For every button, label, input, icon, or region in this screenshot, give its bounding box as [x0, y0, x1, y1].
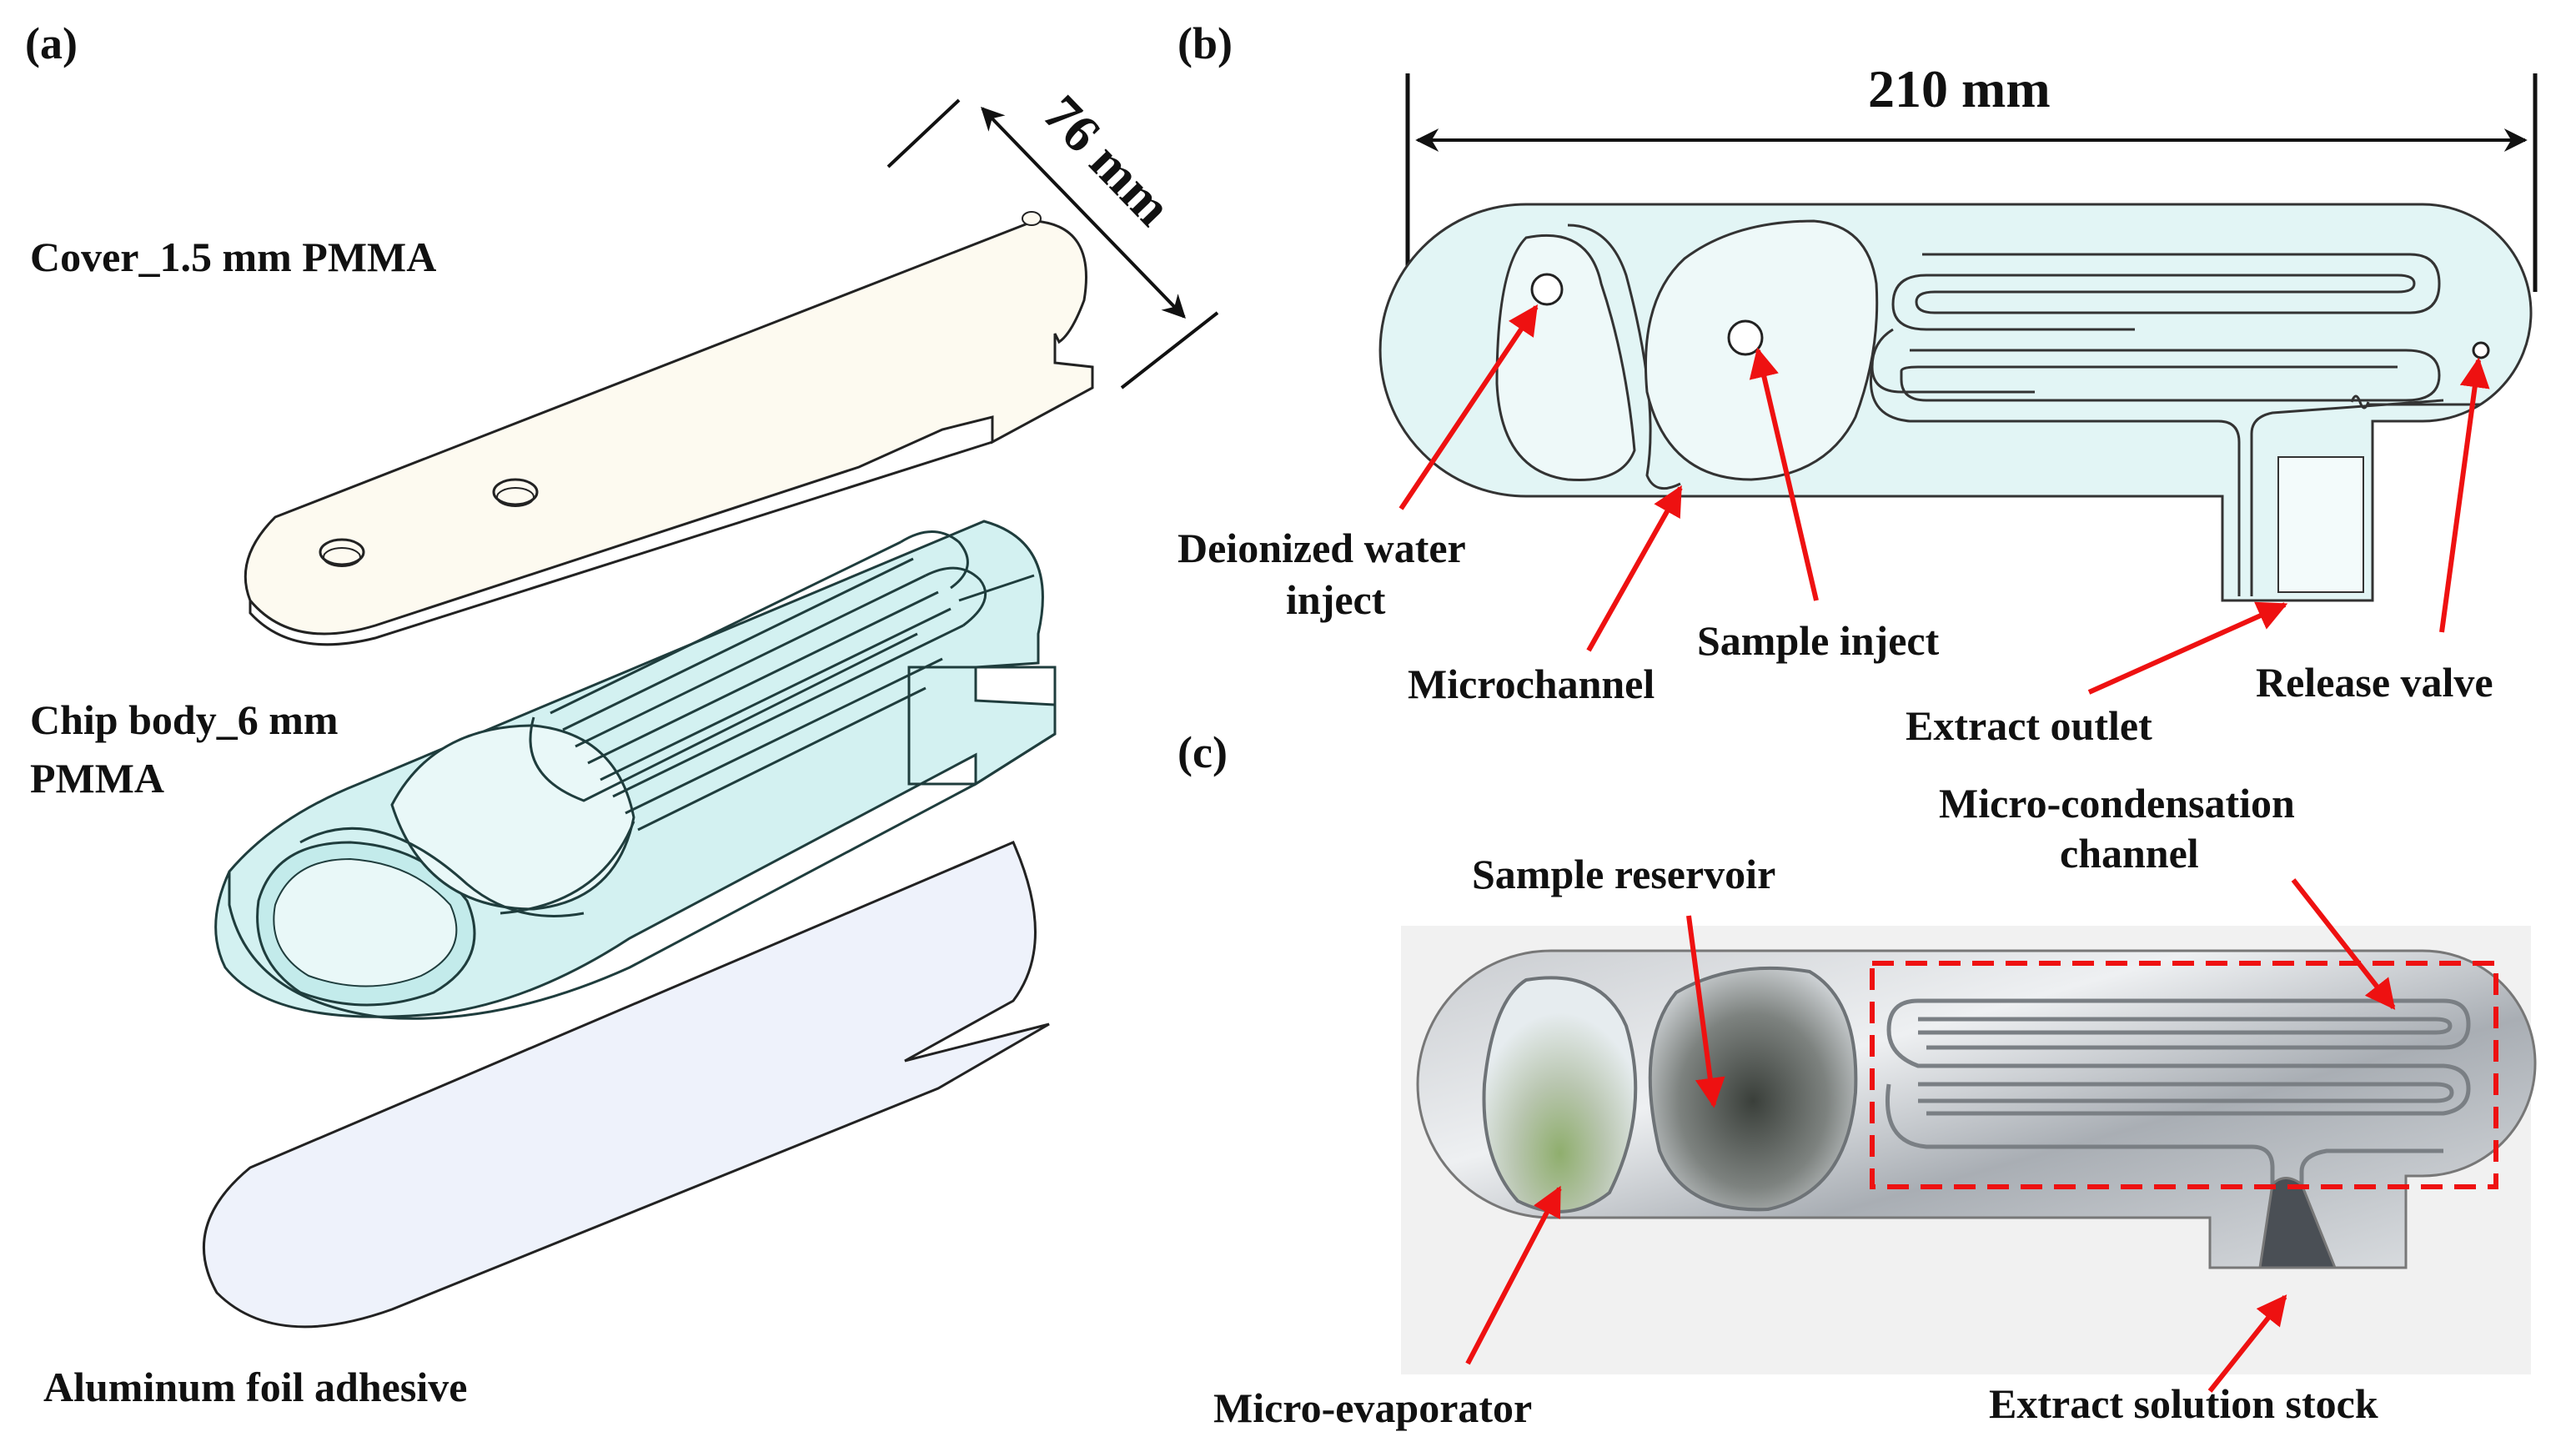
photo-sample-reservoir: [1648, 966, 1858, 1212]
chip-body-label-line2: PMMA: [30, 755, 164, 801]
panel-b-arrows: [1398, 304, 2490, 695]
dimension-210mm-label: 210 mm: [1868, 59, 2051, 118]
chip-top-view: [1378, 203, 2533, 602]
label-microchannel: Microchannel: [1408, 661, 1655, 707]
label-sample-inject: Sample inject: [1697, 617, 1940, 664]
foil-label: Aluminum foil adhesive: [43, 1364, 467, 1410]
panel-b-tag: (b): [1178, 18, 1233, 68]
label-extract-outlet: Extract outlet: [1906, 702, 2152, 749]
panel-a-tag: (a): [25, 18, 78, 68]
foil-layer: [202, 841, 1050, 1329]
photo-evaporator-well: [1482, 976, 1638, 1213]
panel-c: (c): [1178, 727, 2537, 1431]
dimension-210mm: 210 mm: [1405, 59, 2538, 292]
label-deionized-line1: Deionized water: [1178, 525, 1466, 571]
label-extract-stock: Extract solution stock: [1989, 1380, 2378, 1427]
label-micro-evaporator: Micro-evaporator: [1213, 1384, 1532, 1431]
chip-body-label-line1: Chip body_6 mm: [30, 696, 339, 743]
panel-c-tag: (c): [1178, 727, 1228, 777]
photo-extract-stock: [2258, 1177, 2337, 1269]
panel-b: (b) 210 mm: [1178, 18, 2538, 749]
dimension-76mm-label: 76 mm: [1032, 83, 1183, 237]
sample-inlet-hole: [1727, 319, 1764, 356]
label-sample-reservoir: Sample reservoir: [1472, 851, 1775, 897]
condensation-highlight-box: [1870, 961, 2498, 1189]
label-deionized-line2: inject: [1286, 576, 1386, 623]
water-inlet-hole: [1530, 273, 1564, 306]
panel-c-arrows: [1465, 878, 2396, 1393]
cover-label: Cover_1.5 mm PMMA: [30, 234, 436, 280]
chip-body-layer: [214, 520, 1057, 1020]
release-valve-hole: [2472, 341, 2490, 359]
label-condensation-line1: Micro-condensation: [1939, 780, 2295, 826]
panel-a: (a): [25, 18, 1219, 1410]
label-condensation-line2: channel: [2060, 830, 2199, 877]
label-release-valve: Release valve: [2256, 659, 2493, 706]
